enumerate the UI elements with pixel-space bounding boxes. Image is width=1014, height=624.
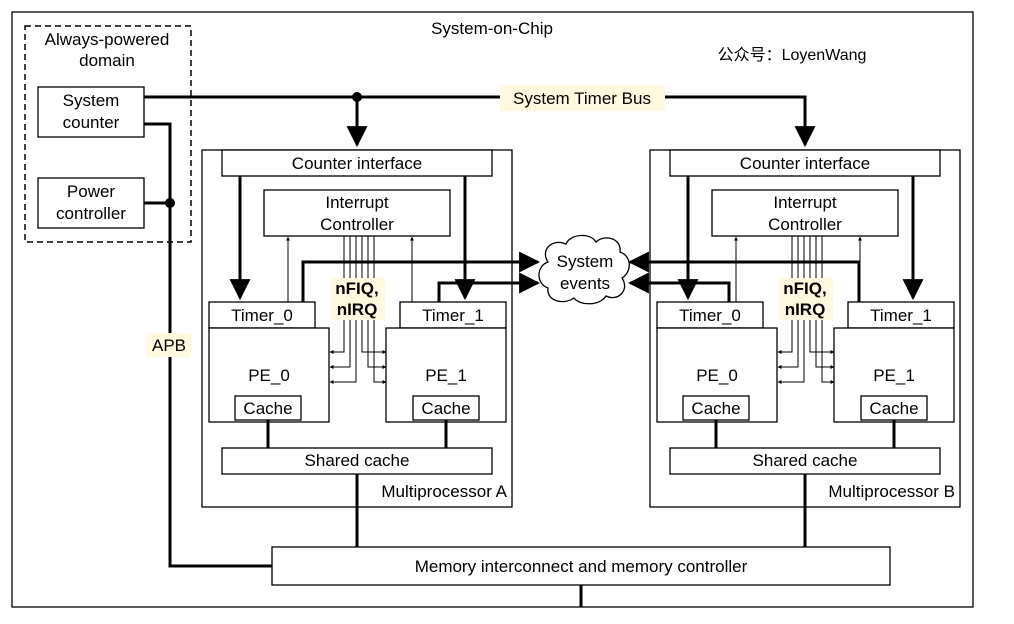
signal-wire-pe1 <box>809 236 835 354</box>
memory-controller-label: Memory interconnect and memory controlle… <box>415 557 748 576</box>
timer-label: Timer_1 <box>422 306 484 325</box>
pe-label: PE_0 <box>248 366 290 385</box>
timer-label: Timer_1 <box>870 306 932 325</box>
signals-label-bg <box>331 278 385 320</box>
counter-interface-label: Counter interface <box>292 154 422 173</box>
signals-label-bg <box>779 278 833 320</box>
multiprocessor-name: Multiprocessor A <box>381 482 507 501</box>
interrupt-controller-box <box>711 189 899 237</box>
timer-label: Timer_0 <box>679 306 741 325</box>
events-b-pe0 <box>627 272 731 302</box>
events-b-pe1 <box>627 251 861 302</box>
multiprocessor-name: Multiprocessor B <box>828 482 955 501</box>
watermark: 公众号：LoyenWang <box>718 46 867 64</box>
counter-interface-box <box>221 149 493 177</box>
signals-label: nFIQ,nIRQ <box>335 279 378 319</box>
system-timer-bus-label: System Timer Bus <box>513 89 651 108</box>
apb-label-bg <box>147 333 191 357</box>
apb-label: APB <box>152 336 186 355</box>
cache-box <box>412 395 480 421</box>
signal-wire-pe0 <box>329 236 345 354</box>
interrupt-controller-box <box>263 189 451 237</box>
pe-label: PE_0 <box>696 366 738 385</box>
cache-box <box>234 395 302 421</box>
system-counter-box <box>37 86 145 138</box>
timer-bus-junction <box>352 92 362 102</box>
events-a-pe0 <box>301 251 541 302</box>
timer-box <box>656 301 764 329</box>
cache-label: Cache <box>243 399 292 418</box>
timer-label: Timer_0 <box>231 306 293 325</box>
signals-label: nFIQ,nIRQ <box>783 279 826 319</box>
cache-label: Cache <box>869 399 918 418</box>
signal-wire-pe1 <box>361 236 387 354</box>
soc-title: System-on-Chip <box>431 19 553 38</box>
system-events-links <box>301 251 861 302</box>
counter-interface-label: Counter interface <box>740 154 870 173</box>
cache-label: Cache <box>691 399 740 418</box>
cache-label: Cache <box>421 399 470 418</box>
pe-label: PE_1 <box>873 366 915 385</box>
system-events-cloud <box>538 234 630 305</box>
apb-junction <box>165 198 175 208</box>
cache-box <box>860 395 928 421</box>
signal-wire-pe0 <box>777 236 793 354</box>
shared-cache-label: Shared cache <box>753 451 858 470</box>
always-powered-domain <box>24 25 192 243</box>
shared-cache-label: Shared cache <box>305 451 410 470</box>
cache-box <box>682 395 750 421</box>
system-timer-bus-line <box>144 95 816 148</box>
timer-box <box>399 301 507 329</box>
timer-box <box>847 301 955 329</box>
events-a-pe1 <box>437 272 541 302</box>
system-timer-bus-label-bg <box>500 85 665 111</box>
soc-frame <box>11 11 974 608</box>
pe-label: PE_1 <box>425 366 467 385</box>
counter-interface-box <box>669 149 941 177</box>
shared-cache-box <box>669 447 941 475</box>
shared-cache-box <box>221 447 493 475</box>
memory-controller-box <box>271 546 891 586</box>
